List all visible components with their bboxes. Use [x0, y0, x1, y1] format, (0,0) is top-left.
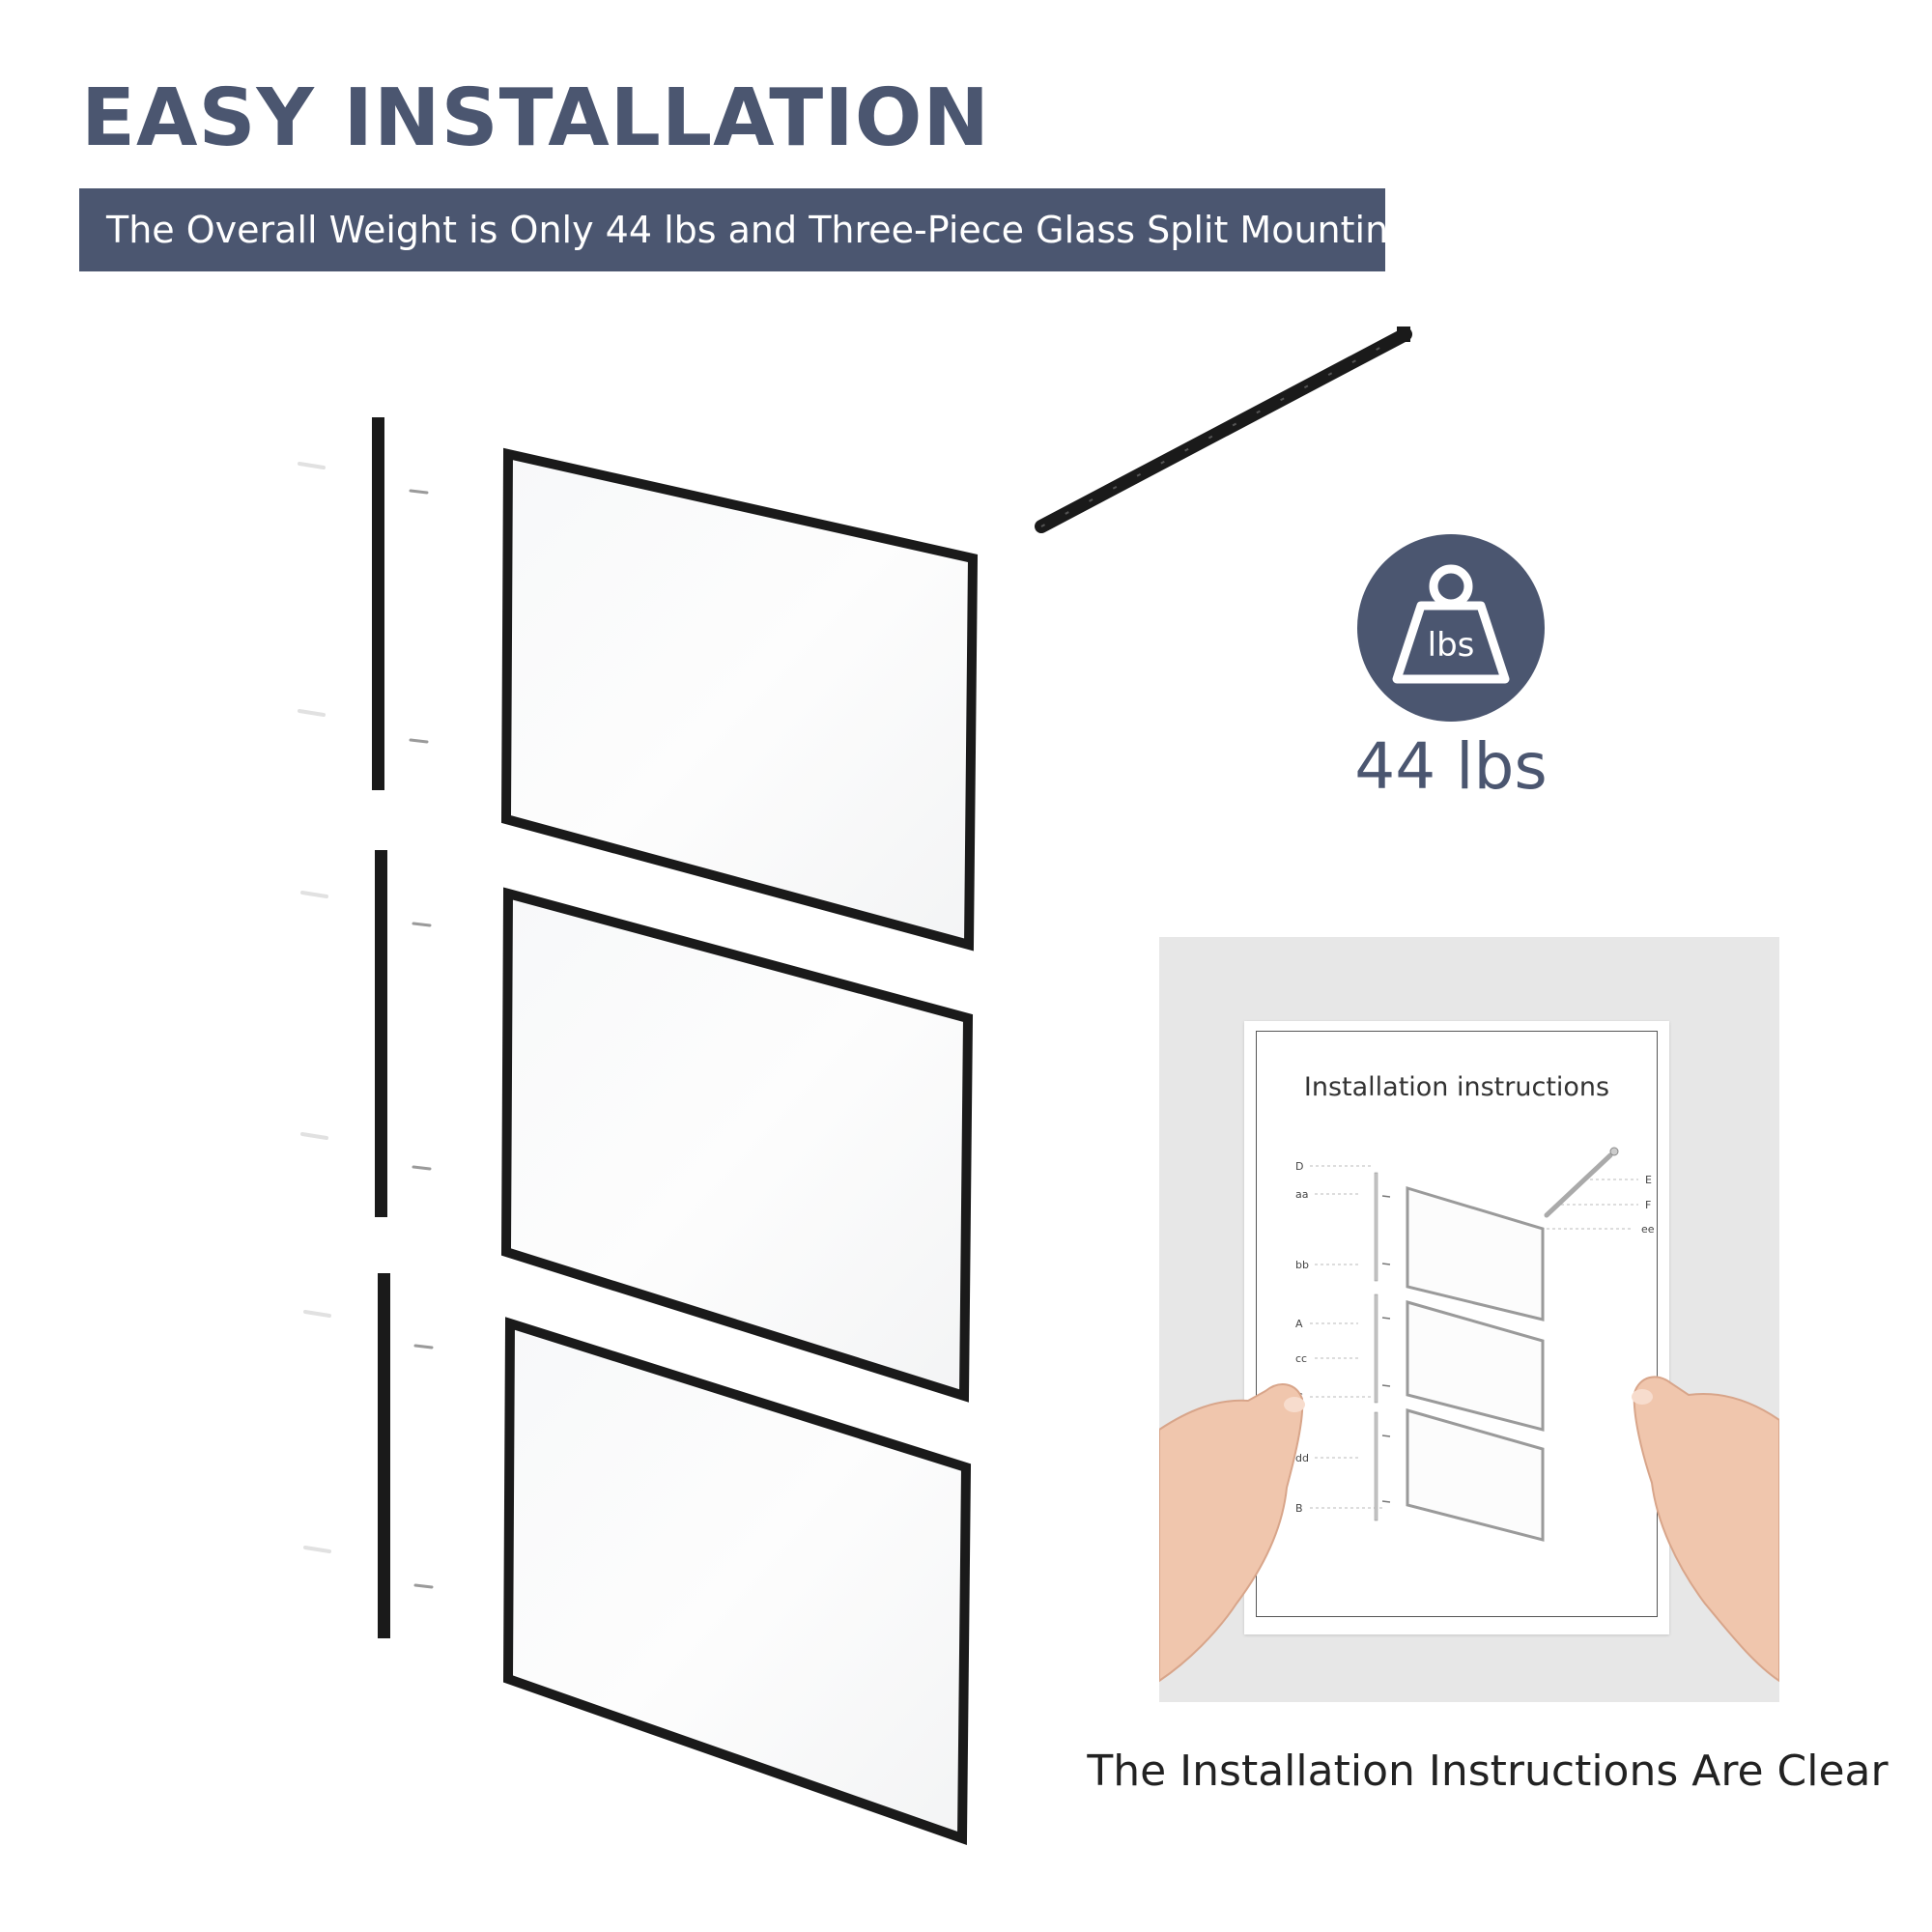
- anchor-icon: [300, 891, 328, 898]
- subtitle-banner: The Overall Weight is Only 44 lbs and Th…: [79, 188, 1385, 271]
- part-label: cc: [1295, 1352, 1307, 1365]
- anchor-icon: [300, 1132, 328, 1140]
- weight-value: 44 lbs: [1354, 729, 1548, 804]
- part-label: aa: [1295, 1188, 1308, 1201]
- part-label: F: [1645, 1199, 1651, 1211]
- anchor-icon: [303, 1546, 331, 1553]
- part-label: E: [1645, 1174, 1652, 1186]
- weight-badge: lbs: [1357, 534, 1545, 722]
- part-label: D: [1295, 1160, 1303, 1173]
- wall-anchors: [298, 462, 331, 1553]
- screw-icon: [413, 1344, 434, 1350]
- left-hand: [1159, 1383, 1304, 1683]
- screws: [409, 489, 434, 1589]
- instruction-photo: Installation instructions D aa bb A cc C…: [1159, 937, 1779, 1702]
- instructions-caption: The Installation Instructions Are Clear: [1087, 1747, 1889, 1796]
- screw-icon: [409, 738, 429, 744]
- right-hand: [1633, 1376, 1779, 1683]
- support-bar: [1035, 327, 1412, 533]
- weight-icon: lbs: [1392, 564, 1510, 684]
- glass-panel: [502, 1317, 972, 1846]
- part-label: dd: [1295, 1452, 1309, 1464]
- weight-icon-label: lbs: [1428, 626, 1475, 665]
- anchor-icon: [298, 462, 326, 469]
- glass-panel: [500, 447, 979, 952]
- wall-profile: [372, 417, 384, 790]
- screw-icon: [413, 1583, 434, 1589]
- hands-illustration: [1159, 1376, 1779, 1683]
- wall-profiles: [372, 417, 390, 1638]
- part-label: ee: [1641, 1223, 1655, 1236]
- screw-icon: [412, 922, 432, 927]
- screw-icon: [409, 489, 429, 495]
- wall-profile: [375, 850, 387, 1217]
- part-label: bb: [1295, 1259, 1309, 1271]
- instruction-sheet: Installation instructions D aa bb A cc C…: [1244, 1021, 1669, 1634]
- instruction-diagram: D aa bb A cc C dd B E F ee: [1295, 1147, 1655, 1542]
- screw-icon: [412, 1165, 432, 1171]
- anchor-icon: [298, 709, 326, 717]
- part-label: A: [1295, 1318, 1303, 1330]
- part-label: B: [1295, 1502, 1303, 1515]
- anchor-icon: [303, 1310, 331, 1318]
- glass-panels: [500, 447, 979, 1846]
- glass-panel: [500, 887, 974, 1403]
- page-title: EASY INSTALLATION: [81, 72, 991, 164]
- wall-profile: [378, 1273, 390, 1638]
- instruction-sheet-title: Installation instructions: [1303, 1072, 1610, 1102]
